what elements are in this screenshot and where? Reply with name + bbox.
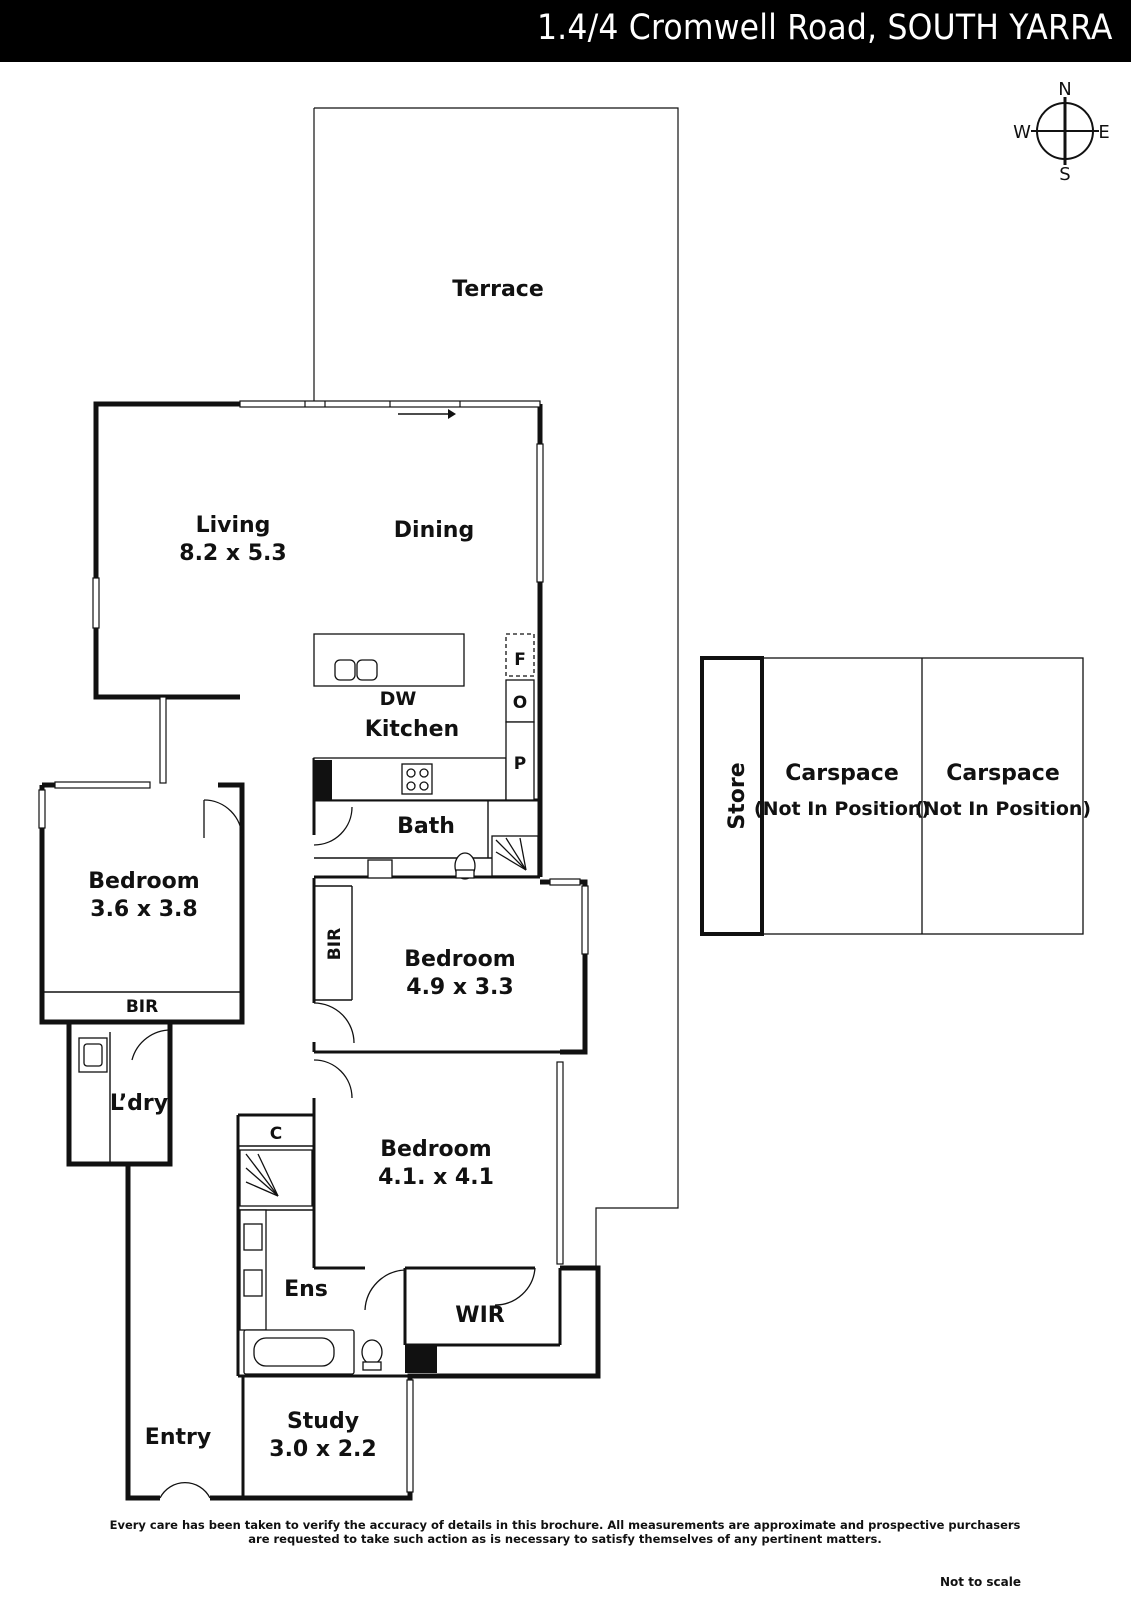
pantry-label: P <box>514 754 526 774</box>
bedroom2-label: Bedroom <box>404 947 515 972</box>
study-label: Study <box>287 1409 359 1434</box>
header-bar: 1.4/4 Cromwell Road, SOUTH YARRA <box>0 0 1131 62</box>
compass-south: S <box>1059 164 1070 185</box>
terrace-outline <box>314 107 679 1268</box>
sliding-arrow-icon <box>398 409 456 419</box>
study-size: 3.0 x 2.2 <box>269 1437 376 1462</box>
wir-label: WIR <box>455 1303 504 1328</box>
flue-block <box>314 760 332 800</box>
ensuite-fixtures <box>239 1149 383 1375</box>
laundry-tub <box>78 1037 108 1073</box>
disclaimer-line-1: Every care has been taken to verify the … <box>109 1518 1021 1532</box>
oven-unit <box>505 679 535 723</box>
compass-north: N <box>1058 79 1071 100</box>
disclaimer-line-2: are requested to take such action as is … <box>248 1532 882 1546</box>
bedroom2-bir-label: BIR <box>325 928 345 960</box>
laundry-label: L’dry <box>110 1091 168 1116</box>
living-label: Living <box>196 513 271 538</box>
pantry-unit <box>505 721 535 801</box>
carspace1-label: Carspace <box>785 761 899 786</box>
cooktop-icon <box>401 763 433 795</box>
kitchen-fixtures <box>313 633 535 801</box>
oven-label: O <box>513 693 527 713</box>
door-swings <box>131 799 536 1499</box>
windows <box>38 443 589 1493</box>
terrace-label: Terrace <box>452 277 544 302</box>
entry-label: Entry <box>145 1425 211 1450</box>
sink-bowl-right <box>356 659 378 681</box>
compass-west: W <box>1013 122 1031 143</box>
fridge-label: F <box>514 650 526 670</box>
bedroom1-bir-label: BIR <box>126 997 158 1017</box>
dishwasher-label: DW <box>380 688 417 710</box>
carspace2-label: Carspace <box>946 761 1060 786</box>
bedroom3-size: 4.1. x 4.1 <box>378 1165 494 1190</box>
bedroom1-label: Bedroom <box>88 869 199 894</box>
compass-east: E <box>1098 122 1109 143</box>
cupboard-label: C <box>270 1124 282 1144</box>
carspace2-note: (Not In Position) <box>915 798 1091 820</box>
scale-note: Not to scale <box>940 1575 1021 1589</box>
living-size: 8.2 x 5.3 <box>179 541 286 566</box>
bedroom2-size: 4.9 x 3.3 <box>406 975 513 1000</box>
service-block <box>405 1345 437 1373</box>
disclaimer: Every care has been taken to verify the … <box>40 1518 1090 1546</box>
sink-bowl-left <box>334 659 356 681</box>
property-address: 1.4/4 Cromwell Road, SOUTH YARRA <box>537 8 1113 48</box>
compass-icon: N S E W <box>1013 79 1110 185</box>
bedroom1-size: 3.6 x 3.8 <box>90 897 197 922</box>
bedroom3-label: Bedroom <box>380 1137 491 1162</box>
kitchen-label: Kitchen <box>365 717 459 742</box>
bath-fixtures <box>367 835 539 880</box>
ensuite-shower <box>239 1149 313 1207</box>
bath-label: Bath <box>397 814 455 839</box>
carpark-block <box>700 656 1084 936</box>
ensuite-label: Ens <box>284 1277 328 1302</box>
bath-basin <box>367 859 393 879</box>
dining-label: Dining <box>394 518 474 543</box>
carspace1-note: (Not In Position) <box>754 798 930 820</box>
fridge-space <box>505 633 535 677</box>
bath-shower <box>491 835 539 877</box>
store-label: Store <box>725 762 750 829</box>
terrace-sliding-doors <box>239 400 541 408</box>
ensuite-toilet-icon <box>361 1339 383 1365</box>
thin-partitions <box>42 800 540 1211</box>
